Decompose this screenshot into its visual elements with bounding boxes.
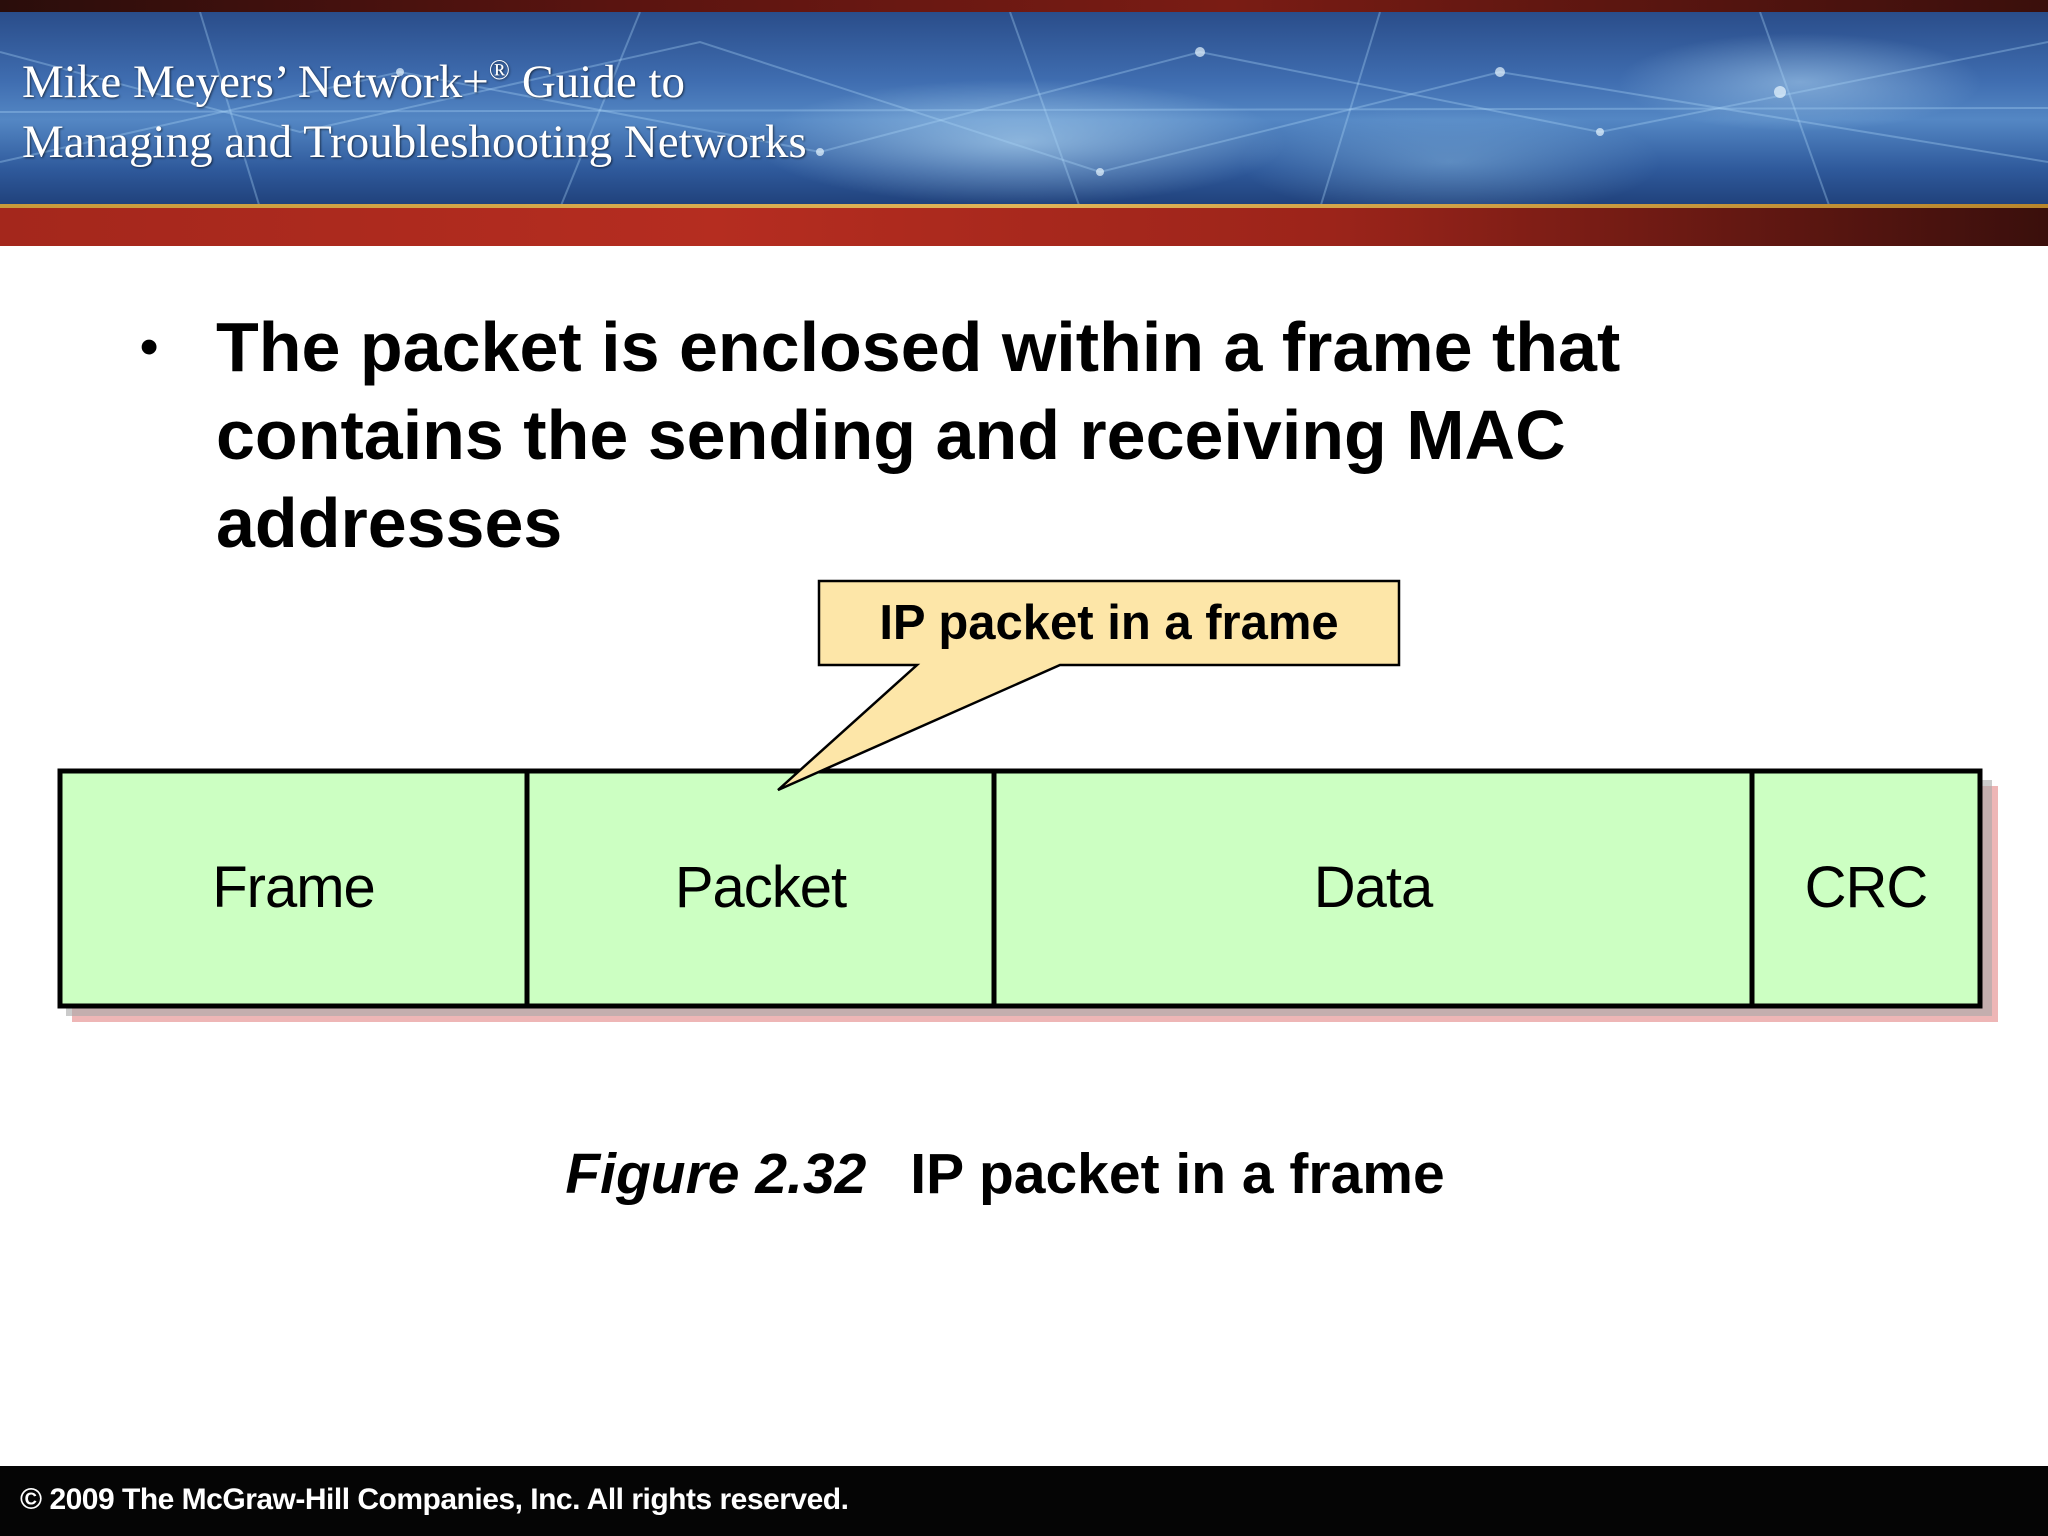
bullet-text: The packet is enclosed within a frame th…	[216, 308, 1621, 562]
banner-red-strip	[0, 208, 2048, 246]
segment-packet	[524, 768, 997, 1009]
course-title: Mike Meyers’ Network+® Guide to Managing…	[22, 52, 807, 172]
course-title-line-2: Managing and Troubleshooting Networks	[22, 116, 807, 168]
segment-label-frame: Frame	[212, 855, 376, 920]
banner-top-strip	[0, 0, 2048, 12]
course-title-line-1: Mike Meyers’ Network+® Guide to	[22, 52, 807, 112]
segment-crc	[1749, 768, 1983, 1009]
segment-label-crc: CRC	[1804, 855, 1929, 920]
segment-label-packet: Packet	[674, 855, 847, 920]
banner-gold-line	[0, 204, 2048, 209]
registered-mark: ®	[488, 55, 511, 86]
callout-bubble	[777, 579, 1401, 792]
callout-label: IP packet in a frame	[879, 596, 1339, 650]
figure-caption: Figure 2.32 IP packet in a frame	[0, 1140, 2010, 1208]
course-title-suffix: Guide to	[510, 56, 685, 108]
figure-title: IP packet in a frame	[910, 1142, 1445, 1206]
copyright-notice: © 2009 The McGraw-Hill Companies, Inc. A…	[20, 1483, 849, 1516]
course-title-text: Mike Meyers’ Network+	[22, 56, 489, 108]
segment-label-data: Data	[1313, 855, 1434, 920]
banner-background	[0, 12, 2048, 208]
bullet-symbol: •	[140, 318, 159, 376]
segment-frame	[57, 768, 530, 1009]
footer-bar: © 2009 The McGraw-Hill Companies, Inc. A…	[0, 1466, 2048, 1536]
figure-number: Figure 2.32	[565, 1142, 867, 1206]
header-banner: Mike Meyers’ Network+® Guide to Managing…	[0, 0, 2048, 246]
banner-network-lines	[0, 12, 2048, 208]
